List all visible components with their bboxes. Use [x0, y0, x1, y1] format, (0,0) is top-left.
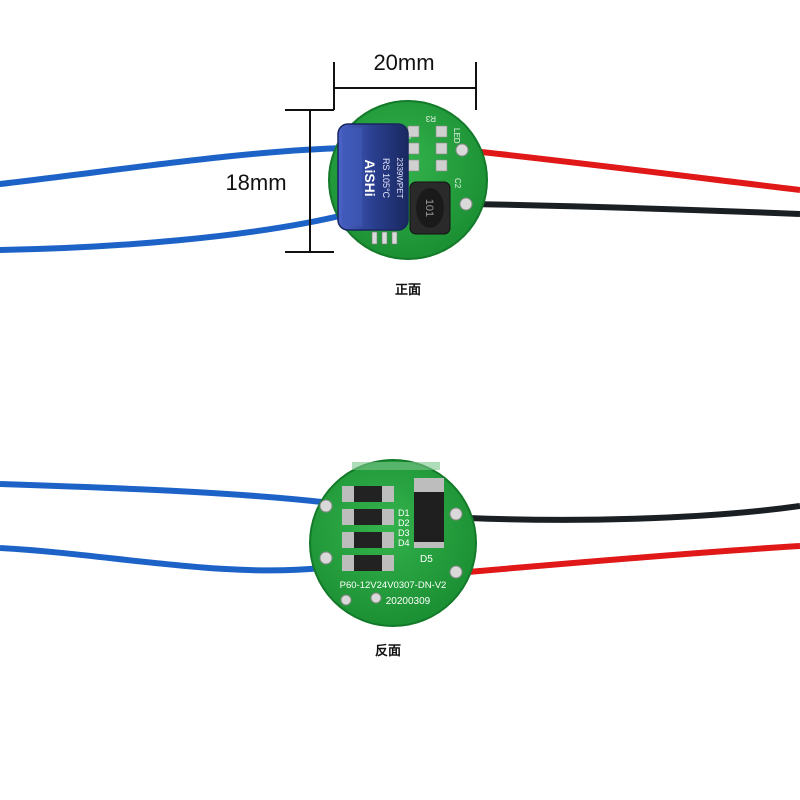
back-silk-d4: D4	[398, 538, 410, 548]
front-cap-leads	[371, 231, 398, 245]
back-silk-d5: D5	[420, 554, 433, 565]
front-caption: 正面	[395, 283, 422, 298]
back-solder-6	[370, 592, 382, 604]
back-solder-1	[319, 499, 333, 513]
back-blue-wire-top	[0, 481, 323, 505]
height-label: 18mm	[225, 170, 286, 195]
back-silk-d1: D1	[398, 508, 410, 518]
front-silk-led: LED	[452, 128, 461, 144]
front-red-wire	[461, 147, 800, 193]
back-date-code: 20200309	[386, 596, 431, 607]
inductor-marking: 101	[423, 199, 435, 217]
front-silk-c2: C2	[453, 178, 462, 189]
width-label: 20mm	[373, 50, 434, 75]
back-silk-d2: D2	[398, 518, 410, 528]
back-diodes	[342, 486, 394, 571]
back-caption: 反面	[375, 644, 402, 659]
back-solder-5	[340, 594, 352, 606]
back-silk-d3: D3	[398, 528, 410, 538]
cap-brand: AiSHi	[362, 159, 378, 196]
back-view: D1 D2 D3 D4 D5 P60-12V24V0307-DN-V2 2020…	[0, 459, 800, 627]
back-red-wire	[467, 543, 800, 575]
front-inductor: 101	[409, 181, 451, 235]
back-pcb-notch	[352, 462, 440, 470]
back-blue-wire-bottom	[0, 545, 323, 574]
front-capacitor: AiSHi RS 105°C 2339WPET	[337, 123, 409, 231]
front-silk-r3: R3	[425, 114, 436, 123]
dimension-height	[285, 109, 334, 253]
front-solder-red	[455, 143, 469, 157]
front-view: R3 R1 LED C2 101	[0, 50, 800, 260]
back-black-wire	[467, 503, 800, 523]
front-blue-wire-top	[0, 145, 351, 187]
back-part-number: P60-12V24V0307-DN-V2	[340, 580, 447, 591]
back-solder-4	[449, 565, 463, 579]
cap-code: 2339WPET	[395, 158, 404, 199]
front-blue-wire-bottom	[0, 211, 351, 253]
back-solder-3	[449, 507, 463, 521]
back-d5-component	[414, 478, 444, 548]
front-solder-black	[459, 197, 473, 211]
front-black-wire	[469, 201, 800, 217]
front-resistor-pads	[407, 125, 448, 172]
dimension-width	[333, 62, 477, 110]
cap-temp: RS 105°C	[381, 158, 391, 199]
back-solder-2	[319, 551, 333, 565]
